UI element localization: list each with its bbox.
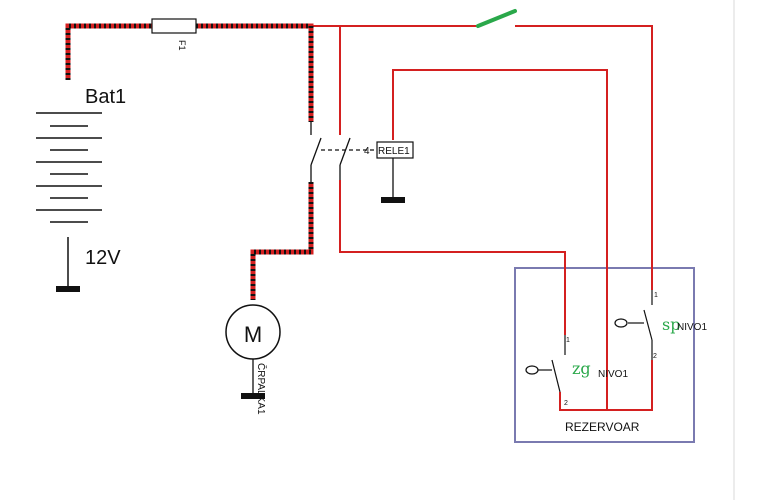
motor-ground: [241, 393, 265, 399]
motor-name: ČRPALKA1: [255, 363, 268, 415]
high-switch-pin1: 1: [654, 292, 658, 299]
wires: [313, 25, 653, 411]
battery-symbol: [36, 112, 102, 287]
energized-wires: [65, 23, 314, 300]
reservoir-label: REZERVOAR: [565, 420, 640, 434]
high-switch-tag: sp: [662, 315, 680, 334]
level-switch-low: [525, 335, 566, 393]
low-switch-pin2: 2: [564, 400, 568, 407]
reservoir-box: [514, 267, 695, 443]
relay-pin-label: 4: [364, 146, 370, 157]
battery-ground: [56, 286, 80, 292]
fuse-name: F1: [177, 40, 187, 51]
low-switch-name: NIVO1: [598, 369, 628, 380]
main-switch: [476, 9, 517, 28]
low-switch-tag: zg: [572, 359, 591, 378]
fuse-symbol: [151, 18, 197, 34]
relay-contacts: [310, 122, 377, 182]
high-switch-pin2: 2: [653, 353, 657, 360]
level-switch-high: [614, 290, 653, 360]
high-switch-name: NIVO1: [677, 322, 707, 333]
relay-name: RELE1: [378, 146, 410, 157]
battery-name: Bat1: [85, 86, 126, 108]
low-switch-pin1: 1: [566, 337, 570, 344]
battery-voltage: 12V: [85, 247, 121, 269]
relay-ground: [381, 197, 405, 203]
relay-coil: [376, 141, 414, 159]
motor-letter: M: [244, 322, 262, 347]
